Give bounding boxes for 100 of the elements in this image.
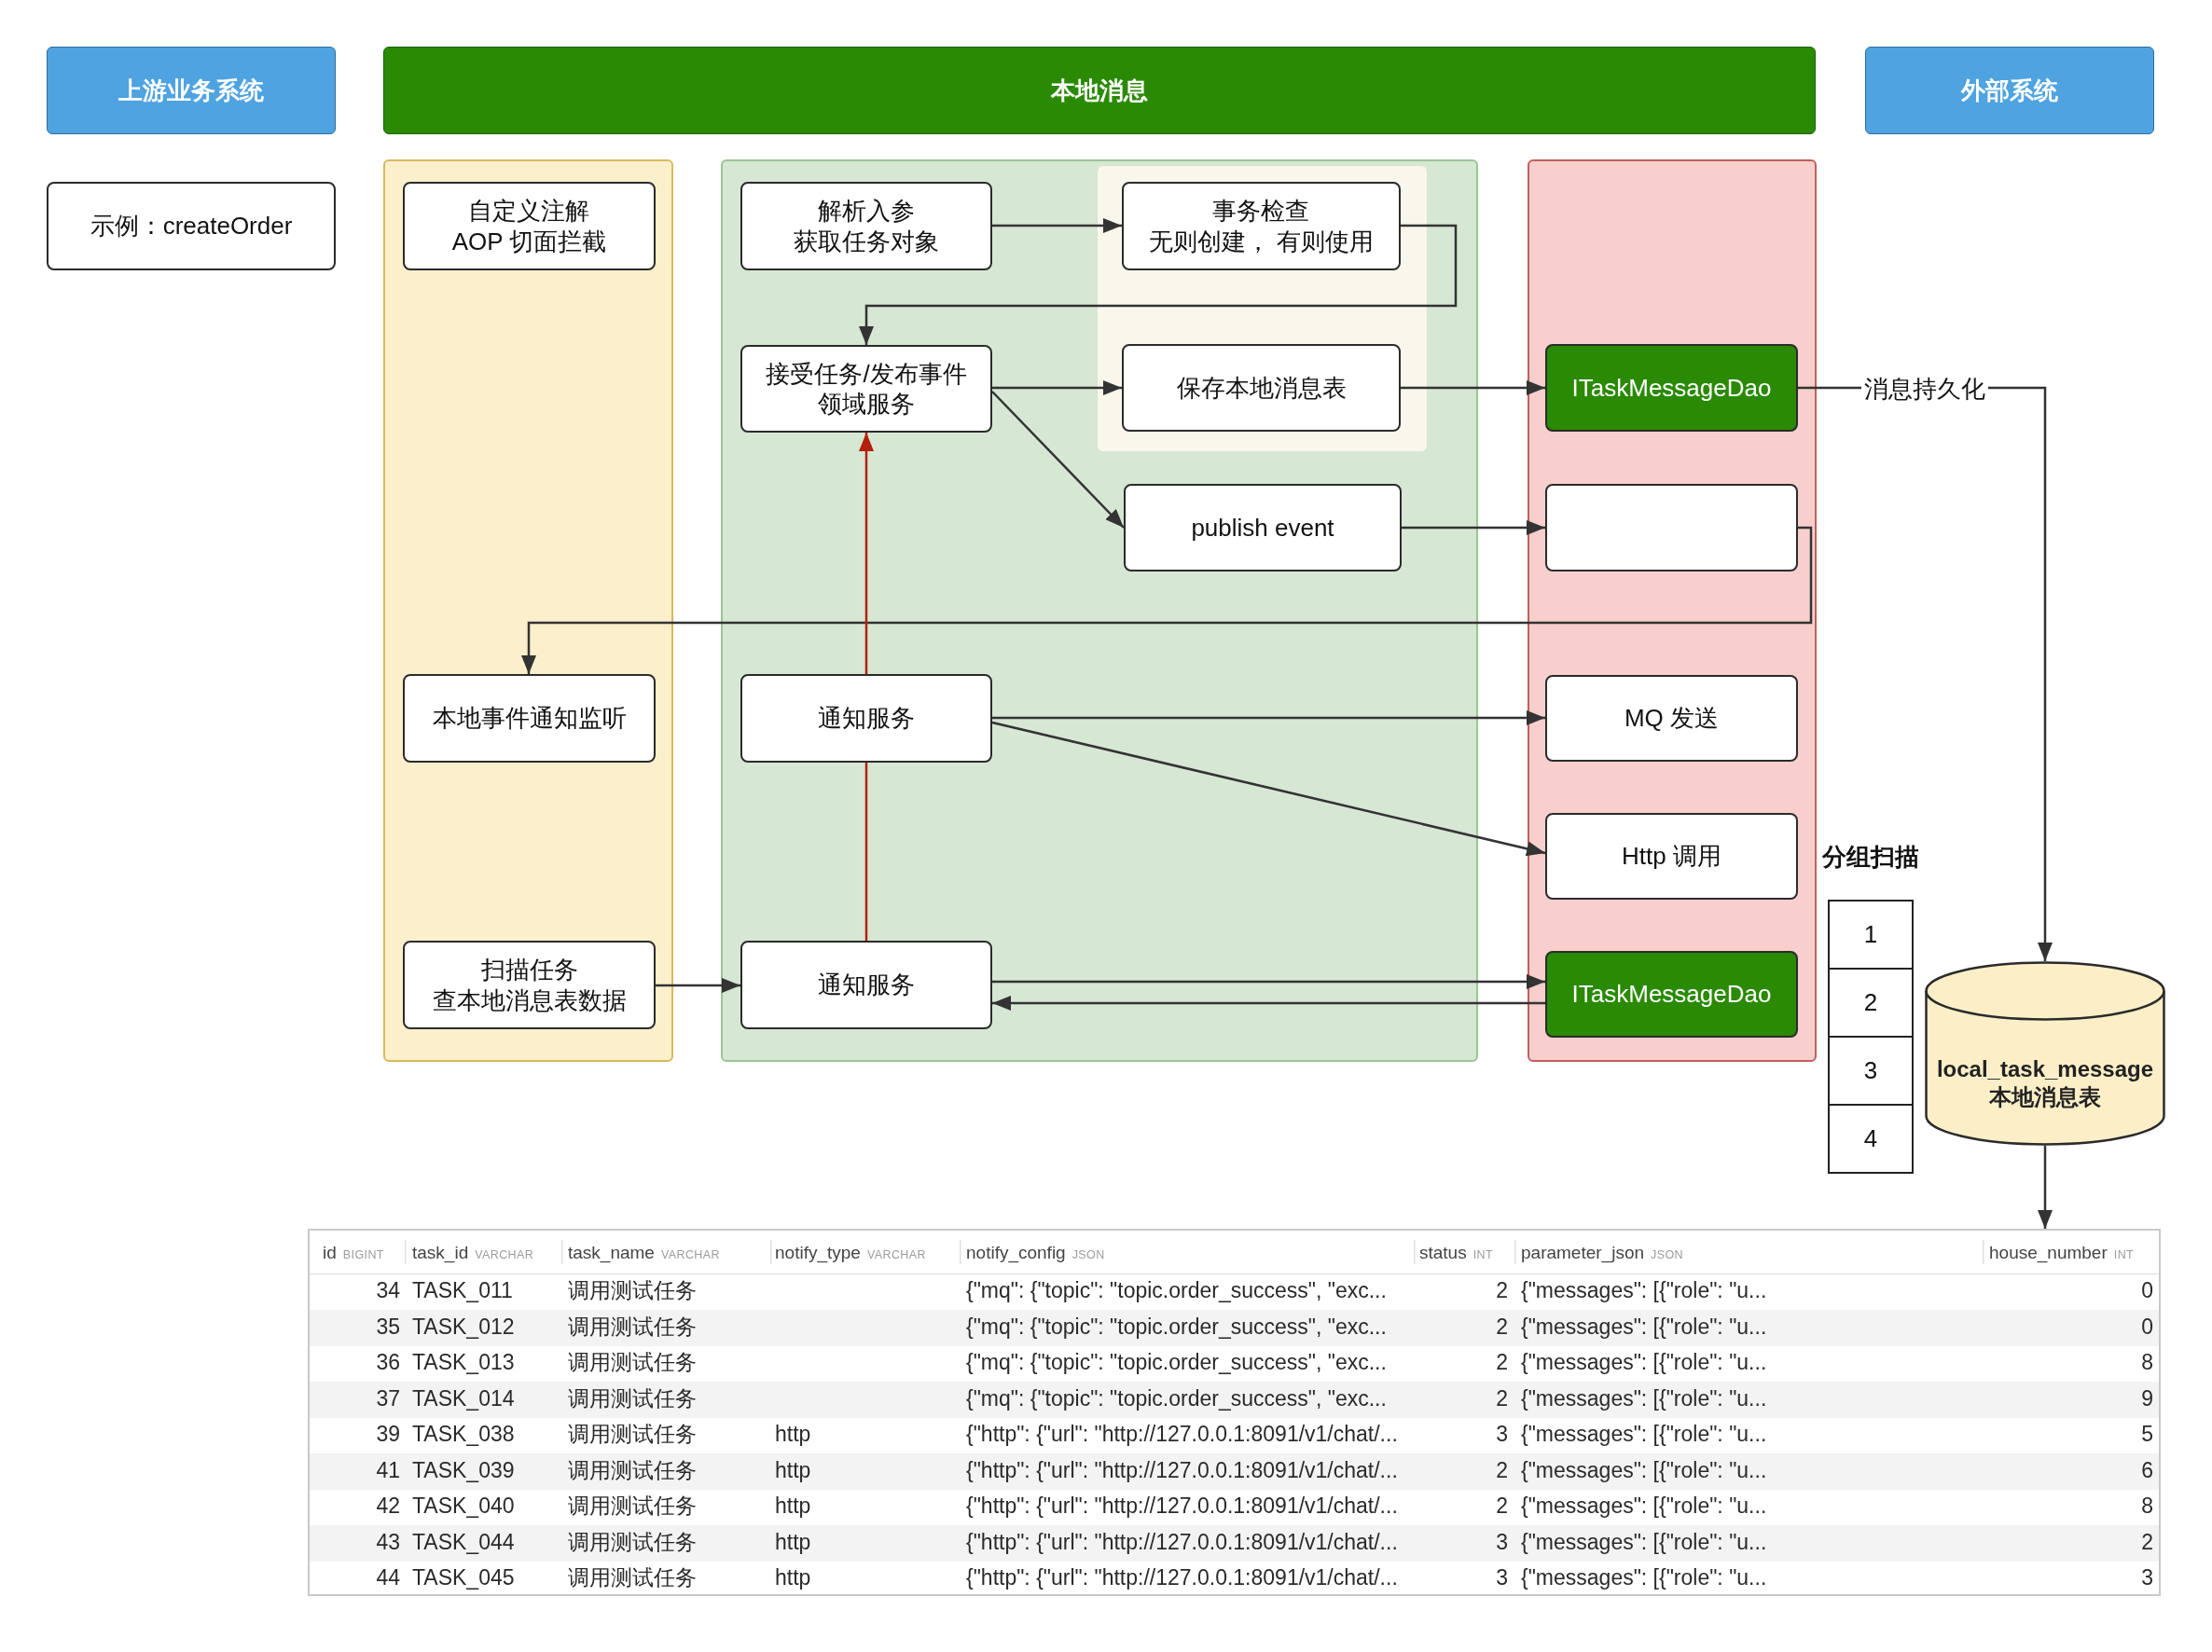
- column-name: task_id: [412, 1243, 469, 1262]
- table-value: http: [775, 1493, 811, 1520]
- table-value: 调用测试任务: [568, 1277, 697, 1304]
- table-value: 43: [376, 1528, 400, 1556]
- group-title: 分组扫描: [1822, 842, 1919, 873]
- column-name: id: [323, 1243, 337, 1262]
- swimlane: [721, 159, 1478, 1062]
- process-box: 示例：createOrder: [47, 182, 336, 270]
- number-box: 4: [1828, 1104, 1914, 1174]
- database-cylinder: local_task_message 本地消息表: [1925, 961, 2165, 1146]
- column-type: VARCHAR: [660, 1248, 720, 1261]
- table-value: 调用测试任务: [568, 1313, 697, 1341]
- connector-line: [864, 763, 868, 941]
- table-value: 9: [2141, 1384, 2153, 1412]
- number-box: 1: [1828, 900, 1914, 970]
- column-type: BIGINT: [342, 1248, 384, 1261]
- process-box: MQ 发送: [1545, 675, 1798, 762]
- table-value: 调用测试任务: [568, 1564, 697, 1591]
- column-name: house_number: [1989, 1243, 2108, 1262]
- column-type: VARCHAR: [475, 1248, 534, 1261]
- column-name: notify_config: [966, 1243, 1066, 1262]
- table-value: 2: [2141, 1528, 2153, 1556]
- table-value: {"http": {"url": "http://127.0.0.1:8091/v1/chat/...: [966, 1421, 1398, 1448]
- table-value: 3: [1496, 1421, 1508, 1448]
- table-value: 3: [2141, 1564, 2153, 1591]
- column-name: parameter_json: [1521, 1243, 1645, 1262]
- table-value: {"mq": {"topic": "topic.order_success", "exc...: [966, 1313, 1387, 1341]
- table-value: {"http": {"url": "http://127.0.0.1:8091/v1/chat/...: [966, 1528, 1398, 1556]
- table-value: {"messages": [{"role": "u...: [1521, 1456, 1767, 1484]
- number-box: 2: [1828, 968, 1914, 1038]
- process-box: 保存本地消息表: [1122, 344, 1401, 432]
- process-box: [1545, 484, 1798, 571]
- table-value: 44: [376, 1564, 400, 1591]
- table-value: 8: [2141, 1349, 2153, 1376]
- table-value: 41: [376, 1456, 400, 1484]
- table-value: {"messages": [{"role": "u...: [1521, 1564, 1767, 1591]
- arrow: [859, 224, 1458, 345]
- table-value: 37: [376, 1384, 400, 1412]
- table-value: {"messages": [{"role": "u...: [1521, 1384, 1767, 1412]
- arrow: [1401, 380, 1545, 395]
- arrow: [992, 996, 1545, 1011]
- table-value: {"messages": [{"role": "u...: [1521, 1528, 1767, 1556]
- table-value: 调用测试任务: [568, 1349, 697, 1376]
- arrow: [859, 433, 874, 674]
- header-bar: 上游业务系统: [47, 47, 336, 134]
- column-name: notify_type: [775, 1243, 861, 1262]
- header-bar: 本地消息: [383, 47, 1816, 134]
- table-value: {"mq": {"topic": "topic.order_success", "exc...: [966, 1277, 1387, 1304]
- arrow: [656, 978, 740, 993]
- table-value: TASK_011: [412, 1277, 513, 1304]
- table-value: 0: [2141, 1313, 2153, 1341]
- process-box: ITaskMessageDao: [1545, 951, 1798, 1038]
- table-value: 2: [1496, 1384, 1508, 1412]
- table-value: 5: [2141, 1421, 2153, 1448]
- table-value: 3: [1496, 1564, 1508, 1591]
- arrow: [2038, 1146, 2053, 1229]
- table-value: 2: [1496, 1493, 1508, 1520]
- table-value: 2: [1496, 1277, 1508, 1304]
- column-type: JSON: [1651, 1248, 1683, 1261]
- process-box: 扫描任务查本地消息表数据: [403, 941, 656, 1029]
- table-value: 36: [376, 1349, 400, 1376]
- table-value: 0: [2141, 1277, 2153, 1304]
- process-box: 通知服务: [740, 941, 992, 1029]
- table-value: http: [775, 1564, 811, 1591]
- column-type: INT: [2113, 1248, 2135, 1261]
- process-box: 本地事件通知监听: [403, 674, 656, 763]
- table-value: TASK_044: [412, 1528, 515, 1556]
- column-type: INT: [1472, 1248, 1494, 1261]
- table-value: {"messages": [{"role": "u...: [1521, 1277, 1767, 1304]
- arrow: [992, 710, 1545, 725]
- table-value: http: [775, 1528, 811, 1556]
- table-value: 2: [1496, 1313, 1508, 1341]
- arrow: [991, 721, 1546, 857]
- process-box: publish event: [1124, 484, 1402, 571]
- process-box: 接受任务/发布事件领域服务: [740, 345, 992, 433]
- table-value: TASK_039: [412, 1456, 515, 1484]
- table-value: 调用测试任务: [568, 1456, 697, 1484]
- table-value: {"messages": [{"role": "u...: [1521, 1493, 1767, 1520]
- column-name: status: [1419, 1243, 1467, 1262]
- arrow: [991, 391, 1125, 529]
- table-value: {"mq": {"topic": "topic.order_success", "exc...: [966, 1349, 1387, 1376]
- table-value: {"messages": [{"role": "u...: [1521, 1313, 1767, 1341]
- table-value: {"mq": {"topic": "topic.order_success", "exc...: [966, 1384, 1387, 1412]
- column-name: task_name: [568, 1243, 655, 1262]
- table-value: {"http": {"url": "http://127.0.0.1:8091/v1/chat/...: [966, 1564, 1398, 1591]
- table-value: 调用测试任务: [568, 1384, 697, 1412]
- process-box: 事务检查无则创建， 有则使用: [1122, 182, 1401, 270]
- table-value: TASK_040: [412, 1493, 515, 1520]
- data-table: [308, 1229, 2161, 1596]
- table-value: {"messages": [{"role": "u...: [1521, 1421, 1767, 1448]
- edge-label: 消息持久化: [1861, 374, 1988, 404]
- table-value: 2: [1496, 1456, 1508, 1484]
- column-type: VARCHAR: [866, 1248, 926, 1261]
- table-value: 42: [376, 1493, 400, 1520]
- table-value: 3: [1496, 1528, 1508, 1556]
- table-value: 6: [2141, 1456, 2153, 1484]
- table-value: http: [775, 1421, 811, 1448]
- table-value: {"http": {"url": "http://127.0.0.1:8091/v1/chat/...: [966, 1493, 1398, 1520]
- process-box: 通知服务: [740, 674, 992, 763]
- table-value: 8: [2141, 1493, 2153, 1520]
